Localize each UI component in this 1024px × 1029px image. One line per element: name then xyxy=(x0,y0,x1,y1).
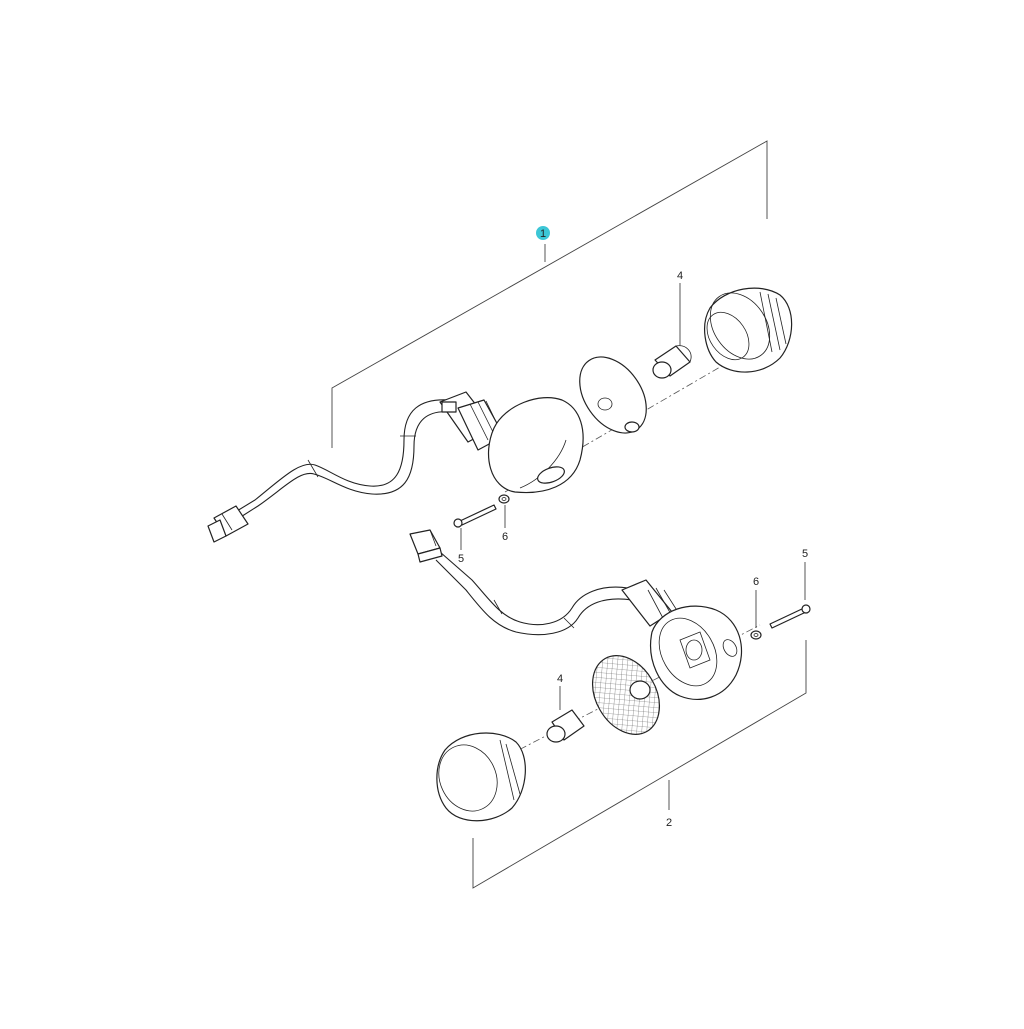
callout-washer-upper[interactable]: 6 xyxy=(502,531,508,543)
callout-badge xyxy=(536,226,550,240)
wire-harness-lower xyxy=(409,529,633,636)
washer-upper[interactable] xyxy=(498,494,510,504)
callout-screw-lower[interactable]: 5 xyxy=(802,548,808,560)
callout-assembly-2[interactable]: 2 xyxy=(666,817,672,829)
callout-bulb-upper[interactable]: 4 xyxy=(677,270,683,282)
connector-plug-upper xyxy=(207,505,249,543)
housing-lower[interactable] xyxy=(647,605,743,700)
lens-upper[interactable] xyxy=(698,282,793,373)
bracket-assembly-1 xyxy=(331,140,768,448)
bulb-upper[interactable] xyxy=(652,345,692,379)
reflector-plate-upper[interactable] xyxy=(566,345,660,446)
callout-assembly-1[interactable]: 1 xyxy=(536,226,550,240)
reflector-mesh-lower[interactable] xyxy=(579,644,673,747)
washer-lower[interactable] xyxy=(750,630,762,640)
callout-bulb-lower[interactable]: 4 xyxy=(557,673,563,685)
screw-lower[interactable] xyxy=(769,604,811,629)
lens-lower[interactable] xyxy=(428,732,526,822)
callout-washer-lower[interactable]: 6 xyxy=(753,576,759,588)
callout-label: 1 xyxy=(540,228,546,240)
callout-screw-upper[interactable]: 5 xyxy=(458,553,464,565)
wire-harness-upper xyxy=(207,399,451,543)
screw-upper[interactable] xyxy=(453,504,497,528)
connector-plug-lower xyxy=(409,529,443,563)
bulb-lower[interactable] xyxy=(546,709,585,743)
bracket-assembly-2 xyxy=(472,640,807,889)
housing-upper[interactable] xyxy=(487,397,584,494)
